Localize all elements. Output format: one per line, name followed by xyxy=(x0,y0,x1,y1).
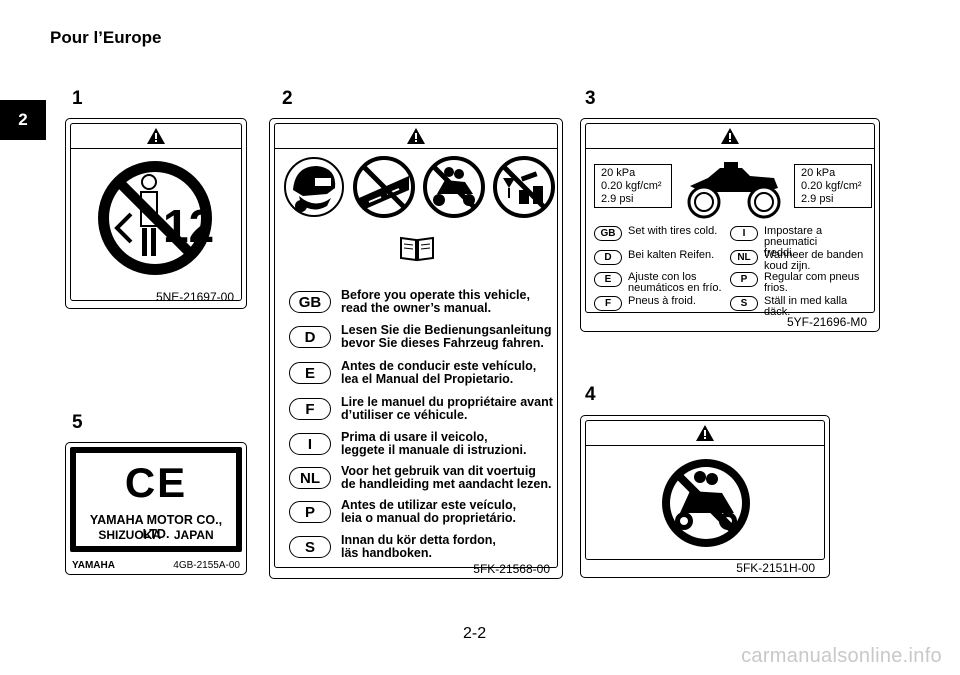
language-badge: P xyxy=(730,272,758,287)
atv-icon xyxy=(687,162,781,219)
tire-note-text: Bei kalten Reifen. xyxy=(628,249,715,261)
rear-tire-pressure: 20 kPa 0.20 kgf/cm² 2.9 psi xyxy=(794,164,872,208)
warning-triangle-icon xyxy=(586,124,874,149)
language-row-e: E Antes de conducir este vehículo, lea e… xyxy=(289,360,536,386)
page-number: 2-2 xyxy=(463,625,487,642)
language-badge: S xyxy=(289,536,331,558)
no-passenger-icon xyxy=(423,156,485,218)
chapter-tab: 2 xyxy=(0,100,46,140)
no-passenger-riding-icon xyxy=(662,459,750,547)
language-text: Lire le manuel du propriétaire avant d’u… xyxy=(341,395,553,422)
ce-mark: CE xyxy=(124,459,188,506)
language-badge: P xyxy=(289,501,331,523)
tire-note-i: I Impostare a pneumatici freddi. xyxy=(730,226,874,259)
tire-note-p: P Regular com pneus frios. xyxy=(730,272,859,294)
language-row-p: P Antes de utilizar este veículo, leia o… xyxy=(289,499,516,525)
label-code: 4GB-2155A-00 xyxy=(173,560,240,571)
company-name: YAMAHA MOTOR CO., LTD. xyxy=(89,513,223,541)
language-badge: F xyxy=(594,296,622,311)
language-badge: D xyxy=(594,250,622,265)
language-badge: E xyxy=(594,272,622,287)
warning-triangle-icon xyxy=(586,421,824,446)
language-text: Antes de utilizar este veículo, leia o m… xyxy=(341,498,517,525)
no-passenger-under-12-icon: 12 xyxy=(98,161,214,275)
label-2: GB Before you operate this vehicle, read… xyxy=(269,118,563,579)
language-badge: I xyxy=(289,433,331,455)
front-tire-pressure: 20 kPa 0.20 kgf/cm² 2.9 psi xyxy=(594,164,672,208)
tire-note-text: Ajuste con los neumáticos en frío. xyxy=(628,271,722,294)
label-3-number: 3 xyxy=(585,88,596,109)
helmet-icon xyxy=(284,157,344,217)
language-badge: I xyxy=(730,226,758,241)
language-text: Innan du kör detta fordon, läs handboken… xyxy=(341,533,496,560)
label-3: 20 kPa 0.20 kgf/cm² 2.9 psi 20 kPa 0.20 … xyxy=(580,118,880,332)
label-2-number: 2 xyxy=(282,88,293,109)
language-row-f: F Lire le manuel du propriétaire avant d… xyxy=(289,396,553,422)
label-4-number: 4 xyxy=(585,384,596,405)
language-text: Voor het gebruik van dit voertuig de han… xyxy=(341,464,552,491)
label-1-number: 1 xyxy=(72,88,83,109)
label-code: 5FK-2151H-00 xyxy=(736,561,815,575)
language-row-d: D Lesen Sie die Bedienungsanleitung bevo… xyxy=(289,324,551,350)
tire-note-d: D Bei kalten Reifen. xyxy=(594,250,714,265)
language-badge: F xyxy=(289,398,331,420)
language-badge: GB xyxy=(594,226,622,241)
company-location: SHIZUOKA JAPAN xyxy=(98,528,214,542)
label-5: CE YAMAHA MOTOR CO., LTD. SHIZUOKA JAPAN… xyxy=(65,442,247,575)
brand-name: YAMAHA xyxy=(72,560,115,571)
label-1: 12 5NE-21697-00 xyxy=(65,118,247,309)
label-code: 5YF-21696-M0 xyxy=(786,315,867,329)
tire-note-s: S Ställ in med kalla däck. xyxy=(730,296,874,318)
no-alcohol-drugs-icon xyxy=(493,156,555,218)
language-row-gb: GB Before you operate this vehicle, read… xyxy=(289,289,530,315)
language-text: Antes de conducir este vehículo, lea el … xyxy=(341,359,537,386)
label-code: 5FK-21568-00 xyxy=(473,562,550,576)
language-badge: NL xyxy=(289,467,331,489)
owners-manual-icon xyxy=(400,236,434,262)
tire-note-text: Set with tires cold. xyxy=(628,225,718,237)
tire-note-text: Ställ in med kalla däck. xyxy=(764,295,848,318)
language-badge: GB xyxy=(289,291,331,313)
page-header: Pour l’Europe xyxy=(50,28,162,47)
tire-note-text: Wanneer de banden koud zijn. xyxy=(764,249,864,272)
language-row-nl: NL Voor het gebruik van dit voertuig de … xyxy=(289,465,551,491)
tire-note-nl: NL Wanneer de banden koud zijn. xyxy=(730,250,863,272)
label-code: 5NE-21697-00 xyxy=(155,290,234,304)
tire-note-text: Impostare a pneumatici freddi. xyxy=(764,225,823,259)
tire-note-text: Regular com pneus frios. xyxy=(764,271,860,294)
tire-note-text: Pneus à froid. xyxy=(628,295,696,307)
warning-triangle-icon xyxy=(71,124,241,149)
watermark: carmanualsonline.info xyxy=(741,645,942,667)
language-text: Before you operate this vehicle, read th… xyxy=(341,288,530,315)
language-badge: S xyxy=(730,296,758,311)
language-badge: NL xyxy=(730,250,758,265)
label-4: 5FK-2151H-00 xyxy=(580,415,830,578)
language-row-i: I Prima di usare il veicolo, leggete il … xyxy=(289,431,526,457)
language-text: Lesen Sie die Bedienungsanleitung bevor … xyxy=(341,323,552,350)
language-badge: E xyxy=(289,362,331,384)
no-road-riding-icon xyxy=(353,156,415,218)
tire-note-e: E Ajuste con los neumáticos en frío. xyxy=(594,272,722,294)
tire-note-f: F Pneus à froid. xyxy=(594,296,696,311)
language-text: Prima di usare il veicolo, leggete il ma… xyxy=(341,430,527,457)
tire-note-gb: GB Set with tires cold. xyxy=(594,226,717,241)
warning-triangle-icon xyxy=(275,124,557,149)
language-badge: D xyxy=(289,326,331,348)
svg-text:12: 12 xyxy=(163,200,214,252)
label-5-number: 5 xyxy=(72,412,83,433)
language-row-s: S Innan du kör detta fordon, läs handbok… xyxy=(289,534,496,560)
